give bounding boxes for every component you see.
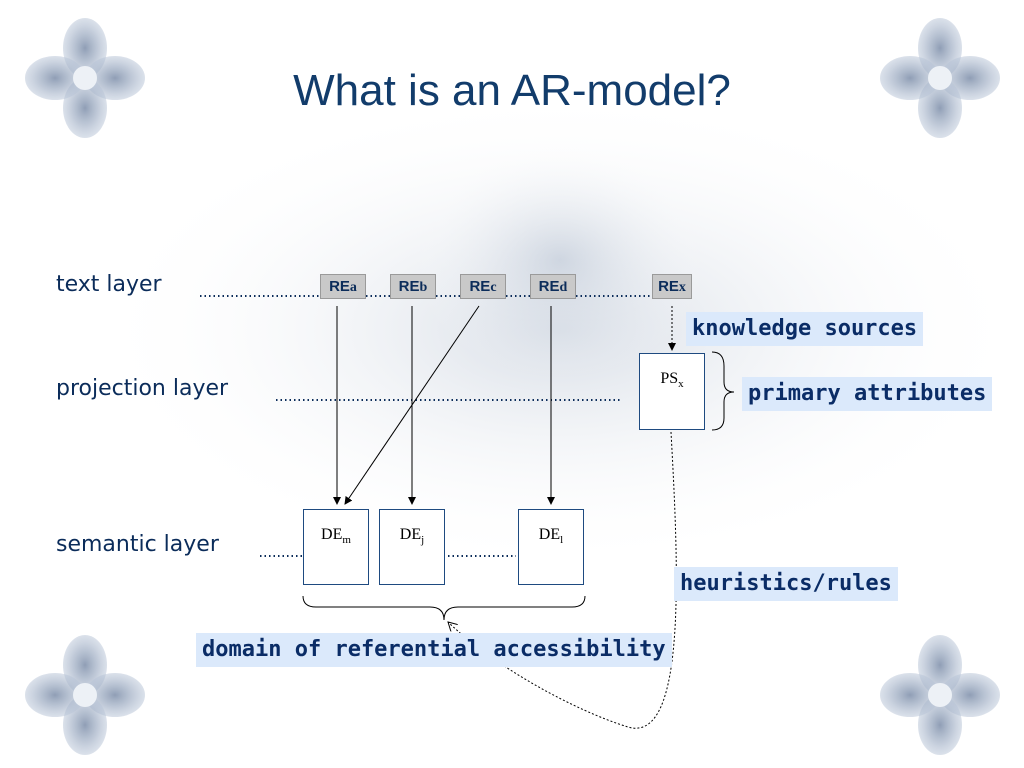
flower-icon	[880, 635, 1000, 755]
label-heuristics-rules: heuristics/rules	[674, 567, 898, 601]
node-del: DEl	[518, 509, 584, 585]
label-knowledge-sources: knowledge sources	[686, 312, 924, 346]
node-rex: REx	[652, 274, 692, 299]
arrow-rec-dem	[344, 305, 480, 505]
brace-primary-attributes	[711, 351, 735, 431]
node-red: REd	[530, 274, 576, 299]
label-primary-attributes: primary attributes	[742, 377, 993, 411]
node-psx: PSx	[639, 353, 705, 430]
page-title: What is an AR-model?	[293, 66, 731, 115]
flower-icon	[25, 18, 145, 138]
node-dej: DEj	[379, 509, 445, 585]
label-domain-accessibility: domain of referential accessibility	[196, 633, 672, 667]
arrow-heuristics-curve	[448, 431, 677, 729]
layer-label-semantic: semantic layer	[56, 532, 219, 557]
layer-label-text: text layer	[56, 272, 162, 297]
flower-icon	[880, 18, 1000, 138]
dotted-leaders	[200, 295, 652, 557]
node-rea: REa	[320, 274, 366, 299]
flower-icon	[25, 635, 145, 755]
node-reb: REb	[390, 274, 436, 299]
node-rec: REc	[460, 274, 506, 299]
brace-domain	[302, 595, 586, 621]
node-dem: DEm	[303, 509, 369, 585]
layer-label-projection: projection layer	[56, 376, 229, 401]
